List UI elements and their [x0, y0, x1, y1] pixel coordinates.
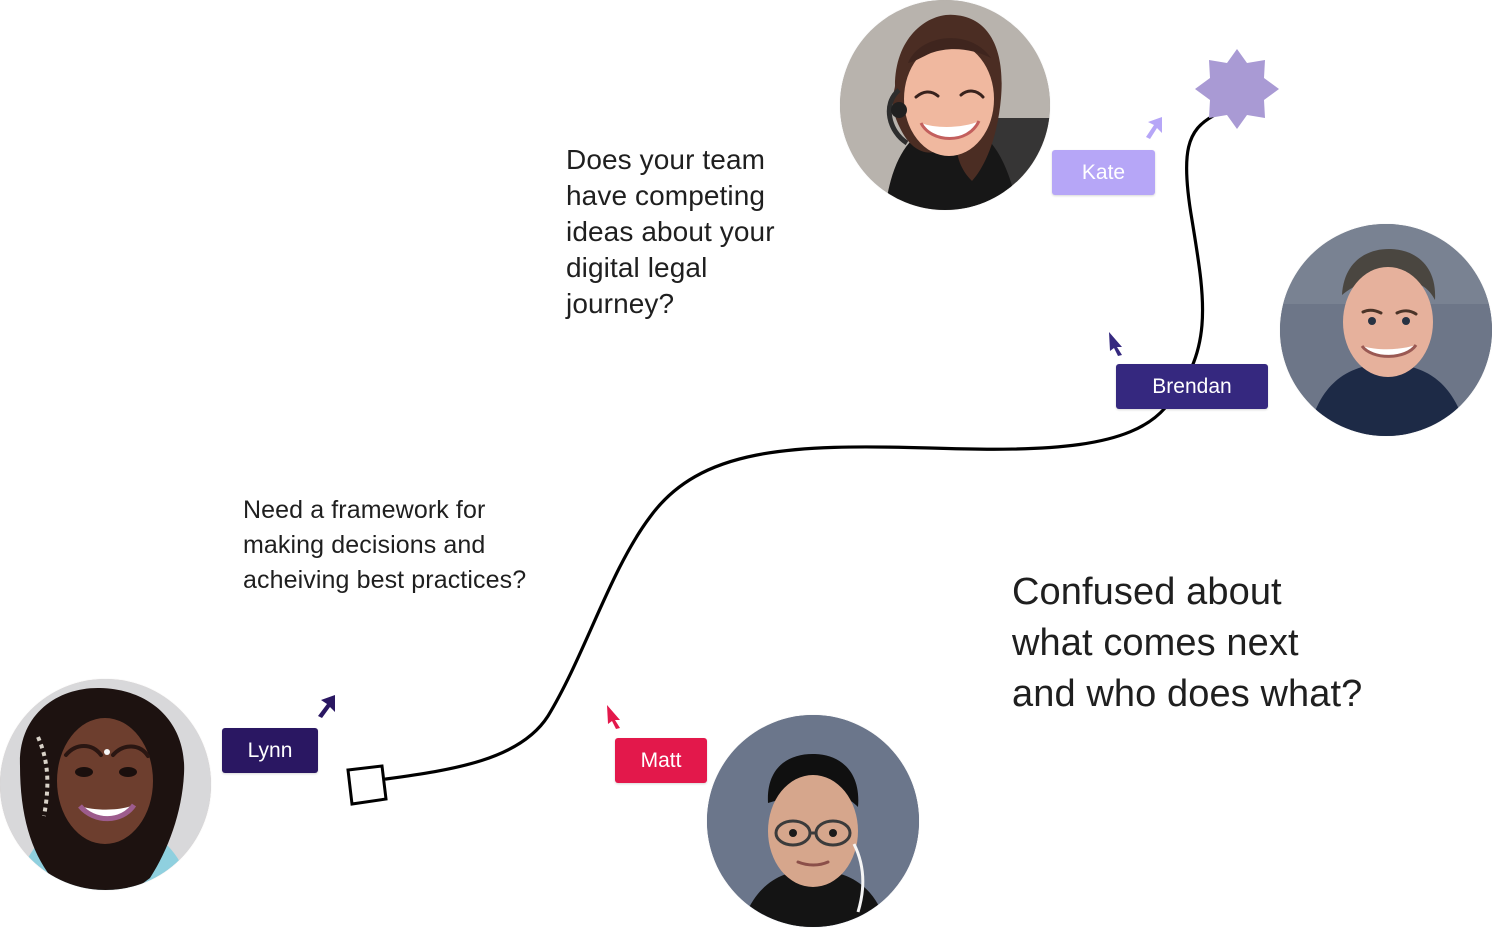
matt-avatar[interactable]: [707, 715, 919, 927]
kate-portrait-illustration: [840, 0, 1050, 210]
kate-pointer-cursor-icon: [1146, 117, 1162, 139]
lynn-avatar[interactable]: [0, 679, 211, 890]
next-steps-question: Confused about what comes next and who d…: [1012, 571, 1363, 715]
matt-pointer-cursor-icon: [607, 705, 620, 729]
brendan-name-tag: Brendan: [1116, 364, 1268, 409]
matt-name-tag: Matt: [615, 738, 707, 783]
matt-portrait-illustration: [707, 715, 919, 927]
journey-path: [384, 114, 1215, 781]
eight-point-star-icon: [1195, 49, 1279, 129]
brendan-portrait-illustration: [1280, 224, 1492, 436]
framework-question: Need a framework for making decisions an…: [243, 496, 527, 594]
lynn-name-tag: Lynn: [222, 728, 318, 773]
lynn-pointer-cursor-icon: [318, 695, 335, 718]
kate-name-tag: Kate: [1052, 150, 1155, 195]
brendan-pointer-cursor-icon: [1109, 332, 1122, 356]
lynn-portrait-illustration: [0, 679, 211, 890]
brendan-avatar[interactable]: [1280, 224, 1492, 436]
rotated-square-start-icon: [346, 764, 388, 806]
competing-ideas-question: Does your team have competing ideas abou…: [566, 144, 775, 319]
kate-avatar[interactable]: [840, 0, 1050, 210]
